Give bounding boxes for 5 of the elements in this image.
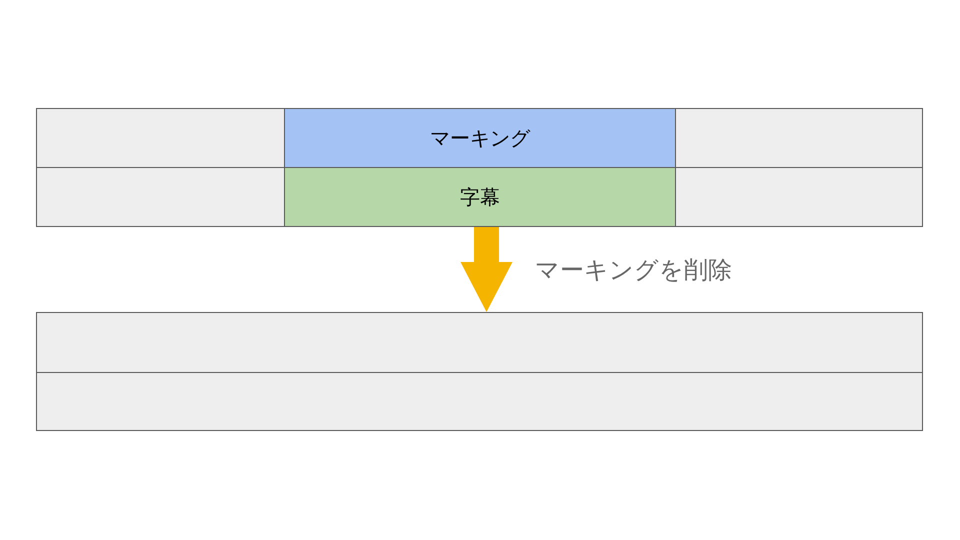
track-segment <box>36 372 923 431</box>
segment-label: マーキング <box>430 126 530 152</box>
track-segment <box>36 312 923 373</box>
arrow <box>460 227 512 312</box>
segment-label: 字幕 <box>460 186 500 210</box>
